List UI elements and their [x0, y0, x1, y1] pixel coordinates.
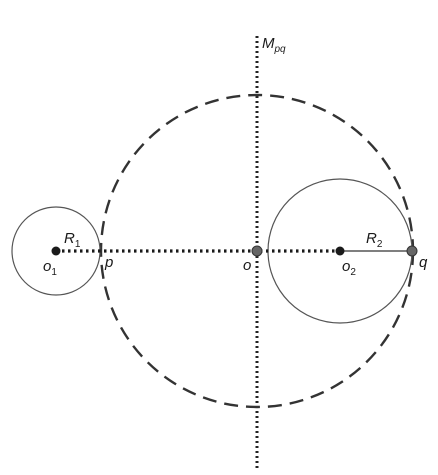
label-o1: o1 — [43, 258, 57, 278]
point-o — [251, 245, 263, 257]
point-o1 — [51, 246, 61, 256]
point-o2 — [335, 246, 345, 256]
label-o: o — [243, 257, 251, 274]
label-p: p — [104, 254, 113, 271]
point-q — [406, 245, 418, 257]
label-r2: R2 — [366, 230, 383, 250]
label-o2: o2 — [342, 258, 356, 278]
label-m: Mpq — [262, 35, 286, 55]
label-r1: R1 — [64, 230, 81, 250]
label-q: q — [419, 254, 428, 271]
